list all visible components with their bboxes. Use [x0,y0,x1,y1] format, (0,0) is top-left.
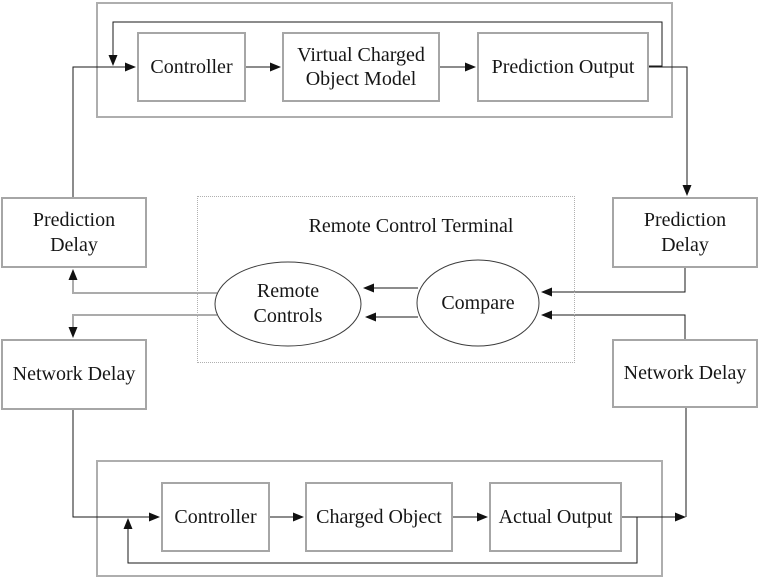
arrow-into-top-controller [125,62,136,72]
arrow-bottom-feedback-up [123,518,133,529]
remote-control-terminal-title: Remote Control Terminal [308,215,514,237]
network-delay-left-to-controller-line [72,410,150,518]
node-bottom-controller-label: Controller [174,505,257,528]
arrow-into-network-delay-left [68,327,78,338]
node-top-controller: Controller [137,32,246,102]
node-prediction-output: Prediction Output [477,32,649,102]
top-feedback-line [112,21,663,67]
node-network-delay-left: Network Delay [1,339,147,410]
black-connectors [72,21,688,564]
node-bottom-controller: Controller [161,482,270,552]
node-remote-controls-label: Remote Controls [253,280,323,327]
node-actual-output: Actual Output [489,482,622,552]
remote-control-terminal-region [197,196,575,363]
prediction-output-to-prediction-delay-right-line [649,66,688,186]
arrow-into-prediction-delay-right [682,185,692,196]
arrowheads [68,55,692,529]
bottom-loop-frame [96,460,663,577]
node-prediction-delay-left: Prediction Delay [1,197,147,268]
node-prediction-delay-right: Prediction Delay [612,197,758,268]
node-network-delay-right-label: Network Delay [623,362,747,385]
prediction-delay-left-to-controller-line [72,66,125,197]
remote-controls-to-network-delay-left-line [72,314,217,327]
remote-controls-ellipse [214,261,362,347]
arrow-into-remote-controls-1 [363,283,374,293]
compare-ellipse [416,259,540,347]
node-prediction-output-label: Prediction Output [491,55,635,78]
arrow-top-feedback-down [108,55,118,66]
node-virtual-charged-object-model: Virtual Charged Object Model [282,32,440,102]
node-network-delay-right: Network Delay [612,339,758,408]
compare-to-remote-connectors [374,287,418,318]
node-prediction-delay-right-label: Prediction Delay [643,209,727,256]
node-compare-label: Compare [441,291,515,314]
top-loop-frame [96,2,673,118]
arrow-into-prediction-delay-left [68,269,78,280]
arrow-into-compare-2 [541,310,552,320]
node-charged-object: Charged Object [305,482,453,552]
arrow-into-virtual-model [270,62,281,72]
remote-controls-to-prediction-delay-left-line [72,280,217,294]
node-remote-controls: Remote Controls [238,268,338,340]
node-actual-output-label: Actual Output [498,505,613,528]
arrow-into-prediction-output [465,62,476,72]
node-network-delay-left-label: Network Delay [12,363,136,386]
prediction-delay-right-to-compare-line [552,268,686,293]
arrow-into-charged-object [293,512,304,522]
arrow-actual-output-junction [675,512,686,522]
network-delay-right-to-compare-line [552,314,686,339]
node-prediction-delay-left-label: Prediction Delay [32,209,116,256]
arrow-into-actual-output [477,512,488,522]
node-virtual-charged-object-model-label: Virtual Charged Object Model [297,43,425,90]
node-compare: Compare [428,268,528,338]
arrow-into-compare-1 [541,287,552,297]
gray-connectors [72,280,217,327]
arrow-into-remote-controls-2 [365,312,376,322]
arrow-into-bottom-controller [149,512,160,522]
node-top-controller-label: Controller [150,55,233,78]
bottom-feedback-line [127,517,638,564]
node-charged-object-label: Charged Object [316,505,442,528]
